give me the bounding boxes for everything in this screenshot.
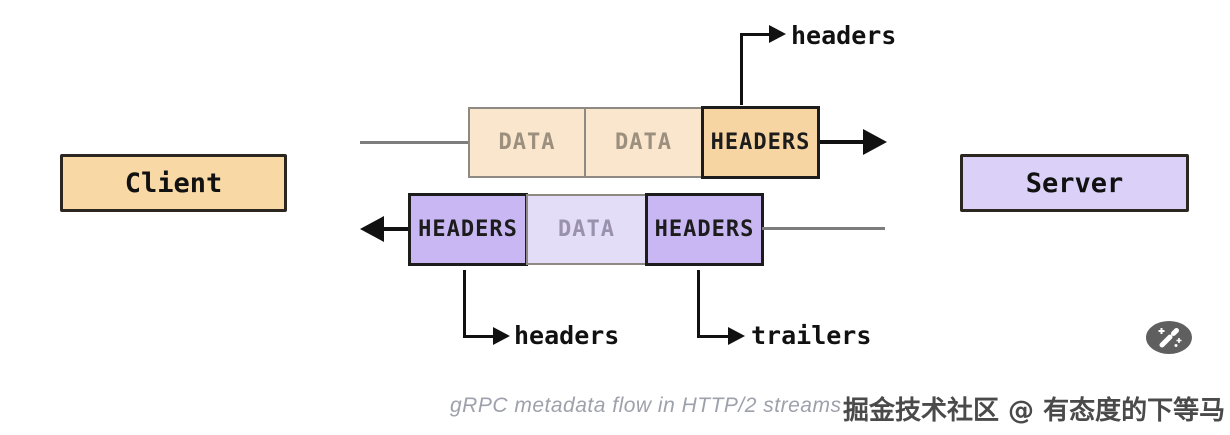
frame-label: HEADERS [654,217,755,242]
watermark-text: 掘金技术社区 @ 有态度的下等马 [843,396,1226,426]
response-stream-lead-line [762,227,885,230]
client-node: Client [60,154,287,212]
magic-wand-icon [1146,321,1192,354]
response-arrow-line [382,227,410,231]
request-headers-annotation: headers [791,21,897,50]
frame-label: HEADERS [710,130,811,155]
request-headers-connector [740,33,770,105]
request-headers-frame: HEADERS [701,106,820,179]
frame-label: HEADERS [418,217,518,242]
request-arrow-line [820,140,866,144]
server-node: Server [960,154,1189,212]
frame-label: DATA [558,217,615,242]
response-data-frame: DATA [526,194,647,265]
frame-label: DATA [498,130,556,155]
arrow-right-icon [493,327,510,345]
response-headers-annotation: headers [514,321,620,350]
response-headers-connector [463,270,494,338]
arrow-left-icon [360,216,384,242]
response-trailers-connector [697,270,729,338]
response-headers-frame: HEADERS [408,193,528,266]
response-trailers-annotation: trailers [751,321,872,350]
request-data-frame-2: DATA [584,107,703,178]
client-node-label: Client [124,167,223,199]
magic-wand-button[interactable] [1146,321,1192,354]
arrow-right-icon [863,129,887,155]
response-trailers-frame: HEADERS [645,193,764,266]
arrow-right-icon [769,25,786,43]
request-data-frame-1: DATA [468,107,586,178]
frame-label: DATA [615,130,672,155]
server-node-label: Server [1025,167,1124,199]
arrow-right-icon [728,327,745,345]
diagram-caption: gRPC metadata flow in HTTP/2 streams [450,394,842,417]
request-stream-lead-line [360,141,470,144]
